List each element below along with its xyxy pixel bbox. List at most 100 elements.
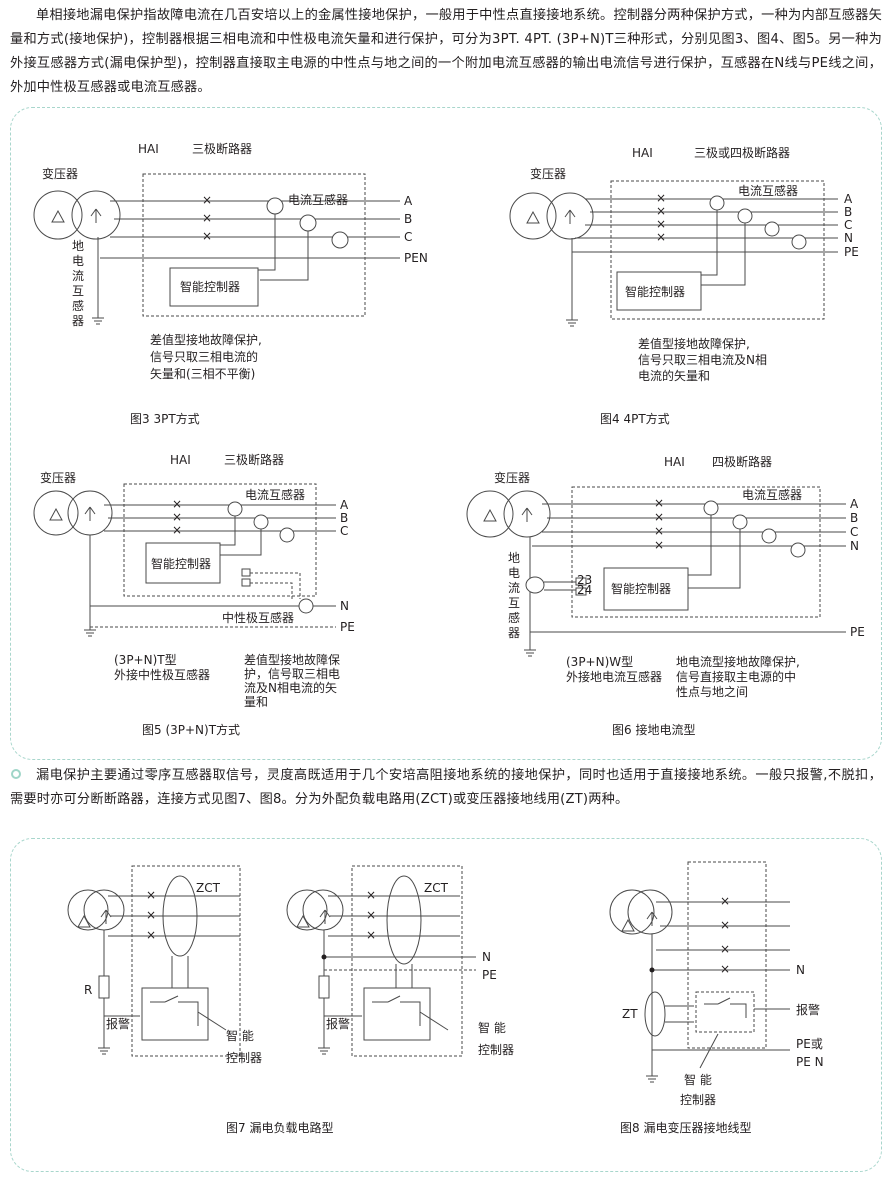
figure-7-diagram: ××× ZCT R 报警 智 能 控制器 ××× ZCT N PE	[67, 865, 514, 1135]
figure-3-diagram: 变压器 HAI 三极断路器 ××× 电流互感器 智能控制器 A B C PEN …	[33, 141, 428, 426]
fig4-note-line-3: 电流的矢量和	[638, 368, 710, 383]
svg-text:×: ×	[202, 229, 212, 243]
terminal-24-label: 24	[577, 583, 592, 597]
svg-text:×: ×	[146, 928, 156, 942]
fig3-note-line-3: 矢量和(三相不平衡)	[150, 367, 255, 381]
svg-text:器: 器	[508, 626, 520, 640]
hai-label: HAI	[632, 146, 653, 160]
ct-b-ring	[299, 214, 317, 232]
intro-paragraph-2: 漏电保护主要通过零序互感器取信号，灵度高既适用于几个安培高阻接地系统的接地保护，…	[10, 768, 882, 807]
ct-label: 电流互感器	[245, 487, 305, 502]
ct-label: 电流互感器	[288, 192, 348, 207]
svg-text:×: ×	[366, 928, 376, 942]
phase-n-label: N	[850, 539, 859, 553]
smart-label: 智 能	[684, 1072, 712, 1087]
svg-text:互: 互	[72, 284, 84, 298]
fig7-caption: 图7 漏电负载电路型	[226, 1120, 333, 1135]
svg-text:×: ×	[172, 497, 182, 511]
fig5-type-line-2: 外接中性极互感器	[114, 667, 210, 682]
phase-n-label: N	[340, 599, 349, 613]
pe-or-label: PE或	[796, 1037, 823, 1051]
figures-3-6-panel	[10, 107, 882, 760]
svg-text:×: ×	[654, 538, 664, 552]
fig4-caption: 图4 4PT方式	[600, 411, 670, 426]
figures-7-8-panel	[10, 838, 882, 1172]
fig5-note-line-3: 流及N相电流的矢	[244, 680, 337, 695]
svg-text:×: ×	[656, 217, 666, 231]
transformer-label: 变压器	[42, 166, 78, 181]
svg-text:×: ×	[656, 230, 666, 244]
phase-pe-label: PE	[850, 625, 865, 639]
fig6-type-line-2: 外接地电流互感器	[566, 669, 662, 684]
hai-label: HAI	[170, 453, 191, 467]
zt-ring	[644, 991, 666, 1037]
figure-5-diagram: 变压器 HAI 三极断路器 ××× 电流互感器 智能控制器 中性极互感器 A B…	[33, 452, 355, 737]
ctrl-label: 控制器	[478, 1043, 514, 1057]
terminal-23-label: 23	[577, 573, 592, 587]
transformer-label: 变压器	[40, 470, 76, 485]
svg-text:×: ×	[172, 523, 182, 537]
transformer-secondary-coil	[546, 192, 594, 240]
zt-label: ZT	[622, 1007, 638, 1021]
phase-pe-label: PE	[482, 968, 497, 982]
svg-text:×: ×	[172, 510, 182, 524]
transformer-primary-coil	[509, 192, 557, 240]
zct-ring	[162, 875, 198, 957]
phase-pe-label: PE	[340, 620, 355, 634]
phase-n-label: N	[796, 963, 805, 977]
svg-text:电: 电	[72, 254, 84, 268]
ct-a-ring	[266, 197, 284, 215]
neutral-ct-ring	[298, 598, 314, 614]
pe-n-label: PE N	[796, 1055, 824, 1069]
neutral-ct-label: 中性极互感器	[222, 610, 294, 625]
breaker-dashed-box	[610, 180, 825, 320]
fig6-caption: 图6 接地电流型	[612, 722, 695, 737]
svg-text:×: ×	[202, 193, 212, 207]
svg-text:×: ×	[720, 962, 730, 976]
breaker-label: 三极断路器	[224, 452, 284, 467]
fig5-note-line-2: 护，信号取三相电	[244, 667, 340, 681]
svg-text:感: 感	[508, 610, 520, 625]
fig3-note-line-1: 差值型接地故障保护,	[150, 332, 262, 347]
fig6-note-line-2: 信号直接取主电源的中	[676, 669, 796, 684]
svg-text:×: ×	[720, 918, 730, 932]
breaker-dashed-box	[142, 173, 366, 317]
zct-label: ZCT	[424, 881, 449, 895]
breaker-dashed-box	[123, 483, 317, 597]
phase-a-label: A	[850, 497, 859, 511]
smart-controller-box	[169, 267, 259, 307]
svg-text:×: ×	[146, 908, 156, 922]
phase-a-label: A	[844, 192, 853, 206]
controller-label: 智能控制器	[180, 279, 240, 294]
svg-text:×: ×	[720, 942, 730, 956]
alarm-label: 报警	[326, 1016, 350, 1031]
fig5-caption: 图5 (3P+N)T方式	[142, 722, 240, 737]
phase-n-label: N	[844, 231, 853, 245]
fig5-note-line-1: 差值型接地故障保	[244, 652, 340, 667]
phase-pe-label: PE	[844, 245, 859, 259]
alarm-label: 报警	[796, 1002, 820, 1017]
zct-ring	[386, 875, 422, 965]
zct-label: ZCT	[196, 881, 221, 895]
smart-controller-box	[695, 991, 755, 1033]
ct-label: 电流互感器	[742, 487, 802, 502]
fig3-caption: 图3 3PT方式	[130, 411, 200, 426]
controller-label: 智能控制器	[625, 284, 685, 299]
controller-label: 智能控制器	[611, 581, 671, 596]
svg-text:×: ×	[366, 908, 376, 922]
fig4-note-line-1: 差值型接地故障保护,	[638, 336, 750, 351]
fig4-note-line-2: 信号只取三相电流及N相	[638, 353, 767, 367]
fig8-caption: 图8 漏电变压器接地线型	[620, 1120, 751, 1135]
svg-text:×: ×	[656, 204, 666, 218]
svg-text:流: 流	[72, 269, 84, 283]
svg-text:×: ×	[202, 211, 212, 225]
phase-b-label: B	[340, 511, 348, 525]
transformer-secondary-coil	[503, 490, 551, 538]
smart-controller-box	[616, 271, 702, 311]
transformer-secondary-coil	[71, 190, 121, 240]
figure-8-diagram: ×××× N ZT 报警 PE或 PE N 智 能 控制器 图8 漏电变压器接地…	[609, 861, 824, 1135]
svg-text:地: 地	[72, 239, 84, 253]
svg-text:地: 地	[508, 551, 520, 565]
hai-label: HAI	[138, 142, 159, 156]
